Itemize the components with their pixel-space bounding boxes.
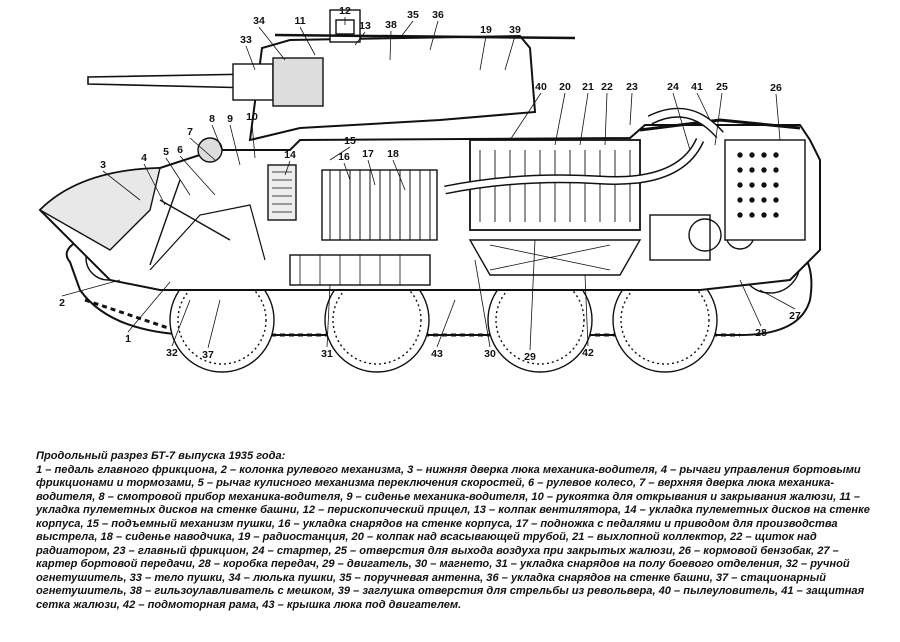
callout-label-22: 22	[601, 81, 613, 93]
leader-line-13	[354, 31, 366, 46]
callout-label-23: 23	[626, 81, 638, 93]
callout-label-41: 41	[691, 81, 703, 93]
callout-label-26: 26	[770, 82, 782, 94]
leader-line-11	[299, 26, 316, 56]
callout-label-2: 2	[59, 297, 65, 309]
callout-label-36: 36	[432, 9, 444, 21]
callout-label-28: 28	[755, 327, 767, 339]
callout-label-37: 37	[202, 349, 214, 361]
leader-line-3	[102, 170, 141, 201]
callout-label-20: 20	[559, 81, 571, 93]
leader-line-16	[343, 162, 351, 181]
callout-label-25: 25	[716, 81, 728, 93]
leader-line-27	[759, 289, 796, 310]
callout-label-42: 42	[582, 347, 594, 359]
callout-label-9: 9	[227, 113, 233, 125]
callout-label-13: 13	[359, 20, 371, 32]
callout-label-38: 38	[385, 19, 397, 31]
leader-line-23	[629, 92, 633, 126]
leader-line-20	[554, 92, 566, 146]
leader-line-25	[714, 92, 723, 146]
leader-line-17	[367, 159, 376, 186]
callout-label-1: 1	[125, 333, 131, 345]
gun-barrel	[87, 73, 256, 89]
callout-label-16: 16	[338, 151, 350, 163]
leader-line-6	[179, 155, 216, 196]
leader-line-15	[329, 146, 351, 161]
leader-line-5	[165, 157, 191, 196]
leader-line-2	[61, 279, 121, 297]
callout-label-32: 32	[166, 347, 178, 359]
callout-label-12: 12	[339, 5, 351, 17]
callout-label-27: 27	[789, 310, 801, 322]
leader-line-4	[143, 163, 166, 206]
callout-label-15: 15	[344, 135, 356, 147]
leader-line-29	[529, 239, 536, 351]
caption-title: Продольный разрез БТ-7 выпуска 1935 года…	[36, 450, 286, 462]
callout-label-4: 4	[141, 152, 147, 164]
track-links	[84, 298, 740, 337]
leader-line-19	[479, 35, 487, 71]
leader-line-8	[211, 124, 223, 151]
callout-label-34: 34	[253, 15, 265, 27]
leader-line-41	[696, 92, 711, 121]
callout-label-33: 33	[240, 34, 252, 46]
leader-line-37	[207, 299, 221, 349]
callout-label-24: 24	[667, 81, 679, 93]
callout-label-35: 35	[407, 9, 419, 21]
leader-line-7	[189, 137, 216, 161]
leader-line-1	[127, 281, 171, 333]
callout-label-6: 6	[177, 144, 183, 156]
leader-line-40	[509, 92, 542, 141]
callout-label-8: 8	[209, 113, 215, 125]
leader-line-31	[326, 284, 331, 348]
callout-label-10: 10	[246, 111, 258, 123]
leader-line-14	[284, 160, 291, 176]
callout-leader-lines	[61, 17, 796, 351]
leader-line-36	[429, 20, 439, 51]
leader-line-32	[171, 299, 191, 347]
callout-label-30: 30	[484, 348, 496, 360]
leader-line-22	[604, 92, 608, 146]
callout-label-21: 21	[582, 81, 594, 93]
caption-body: 1 – педаль главного фрикциона, 2 – колон…	[36, 463, 870, 611]
tank-drawing	[38, 9, 821, 373]
callout-label-7: 7	[187, 126, 193, 138]
leader-line-42	[584, 274, 589, 347]
leader-line-38	[389, 30, 392, 61]
leader-line-24	[672, 92, 691, 151]
leader-line-33	[245, 45, 256, 71]
leader-line-28	[739, 279, 762, 327]
leader-line-10	[251, 122, 256, 159]
callout-label-18: 18	[387, 148, 399, 160]
callout-label-40: 40	[535, 81, 547, 93]
leader-line-43	[436, 299, 456, 348]
leader-line-18	[392, 159, 406, 191]
callout-label-5: 5	[163, 146, 169, 158]
callout-label-19: 19	[480, 24, 492, 36]
callout-label-14: 14	[284, 149, 296, 161]
callout-label-39: 39	[509, 24, 521, 36]
leader-line-34	[258, 26, 286, 61]
callout-label-11: 11	[294, 15, 305, 27]
callout-label-31: 31	[321, 348, 333, 360]
leader-line-26	[775, 93, 781, 141]
leader-line-35	[399, 20, 414, 39]
callout-label-43: 43	[431, 348, 443, 360]
leader-line-9	[229, 124, 241, 166]
callout-label-3: 3	[100, 159, 106, 171]
callout-label-17: 17	[362, 148, 374, 160]
leader-line-39	[504, 35, 516, 71]
callout-label-29: 29	[524, 351, 536, 363]
leader-line-30	[474, 259, 491, 348]
leader-line-21	[579, 92, 589, 146]
figure-caption: Продольный разрез БТ-7 выпуска 1935 года…	[36, 450, 872, 612]
